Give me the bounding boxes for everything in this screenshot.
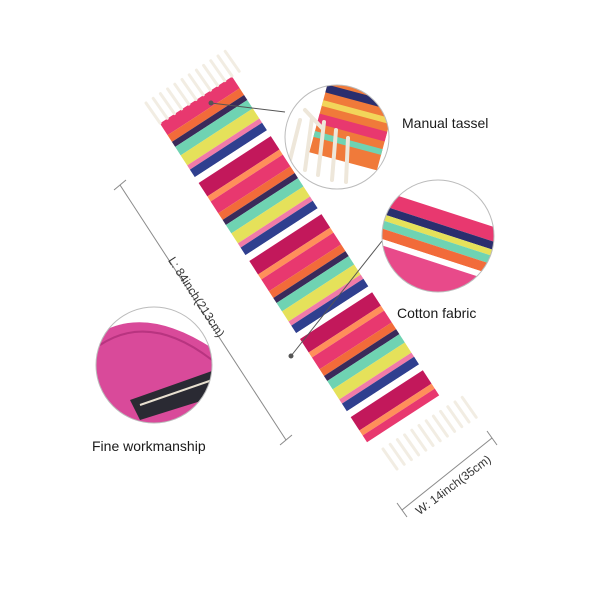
fringe-strand	[439, 409, 457, 433]
runner-stripe	[273, 251, 349, 303]
runner-stripe	[175, 100, 253, 156]
length-dimension-line	[113, 179, 293, 446]
fringe-strand	[223, 49, 241, 73]
bottom-fringe	[381, 395, 478, 471]
runner-stripe	[240, 200, 318, 256]
runner-stripe	[268, 244, 346, 298]
runner-stripe	[308, 305, 385, 358]
runner-stripe	[245, 208, 322, 262]
runner-stripe	[299, 292, 381, 353]
runner-stripe	[362, 388, 440, 443]
width-dimension-line	[396, 430, 498, 518]
runner-stripe	[222, 173, 299, 225]
fringe-strand	[460, 395, 478, 419]
runner-stripe	[261, 232, 342, 292]
fringe-strand	[209, 59, 227, 83]
runner-stripe	[231, 186, 311, 244]
runner-stripes	[159, 76, 440, 443]
fringe-strand	[173, 82, 191, 106]
runner-stripe	[180, 108, 260, 166]
fringe-strand	[151, 96, 169, 120]
fringe-strand	[187, 73, 205, 97]
runner-stripe	[276, 256, 355, 312]
runner-stripe	[350, 370, 432, 431]
fringe-strand	[417, 424, 435, 447]
runner-stripe	[339, 352, 415, 404]
runner-stripe	[346, 364, 423, 418]
runner-stripe	[323, 329, 400, 382]
runner-stripe	[319, 322, 397, 376]
runner-stripe	[159, 76, 240, 136]
runner-stripe	[258, 227, 334, 280]
runner-stripe	[291, 278, 369, 334]
runner-stripe	[327, 334, 405, 390]
table-runner	[159, 76, 440, 443]
runner-stripe	[198, 136, 280, 197]
manual-tassel-label: Manual tassel	[402, 115, 489, 131]
runner-stripe	[237, 196, 313, 248]
runner-stripe	[282, 264, 361, 322]
fringe-strand	[453, 400, 471, 424]
fringe-strand	[403, 433, 421, 457]
cotton-fabric-label: Cotton fabric	[397, 305, 477, 321]
runner-stripe	[311, 310, 392, 370]
runner-stripe	[332, 342, 412, 400]
runner-stripe	[210, 154, 291, 214]
runner-stripe	[187, 118, 263, 170]
runner-stripe	[225, 178, 304, 234]
runner-stripe	[194, 130, 271, 184]
runner-stripe	[218, 166, 295, 220]
fringe-strand	[166, 87, 184, 111]
fine-workmanship-label: Fine workmanship	[92, 438, 206, 454]
runner-stripe	[207, 149, 283, 202]
runner-stripe	[171, 95, 248, 147]
top-fringe	[144, 49, 241, 125]
fringe-strand	[180, 78, 198, 101]
runner-stripe	[167, 88, 245, 142]
runner-stripe	[359, 383, 435, 436]
fringe-strand	[381, 447, 399, 471]
fringe-strand	[388, 442, 406, 466]
cotton-detail-circle	[381, 179, 495, 293]
workmanship-detail-circle	[95, 306, 213, 424]
runner-stripe	[189, 122, 267, 178]
fringe-strand	[216, 54, 234, 78]
fringe-strand	[410, 428, 428, 452]
fringe-strand	[395, 438, 413, 462]
fringe-strand	[446, 405, 464, 429]
runner-stripe	[341, 356, 420, 412]
leader-lines	[208, 100, 383, 359]
fringe-strand	[431, 414, 449, 438]
fringe-strand	[144, 101, 162, 125]
fringe-strand	[194, 68, 212, 92]
fringe-strand	[158, 92, 176, 116]
runner-stripe	[249, 214, 331, 275]
fringe-strand	[424, 419, 442, 443]
fringe-strand	[202, 63, 220, 87]
